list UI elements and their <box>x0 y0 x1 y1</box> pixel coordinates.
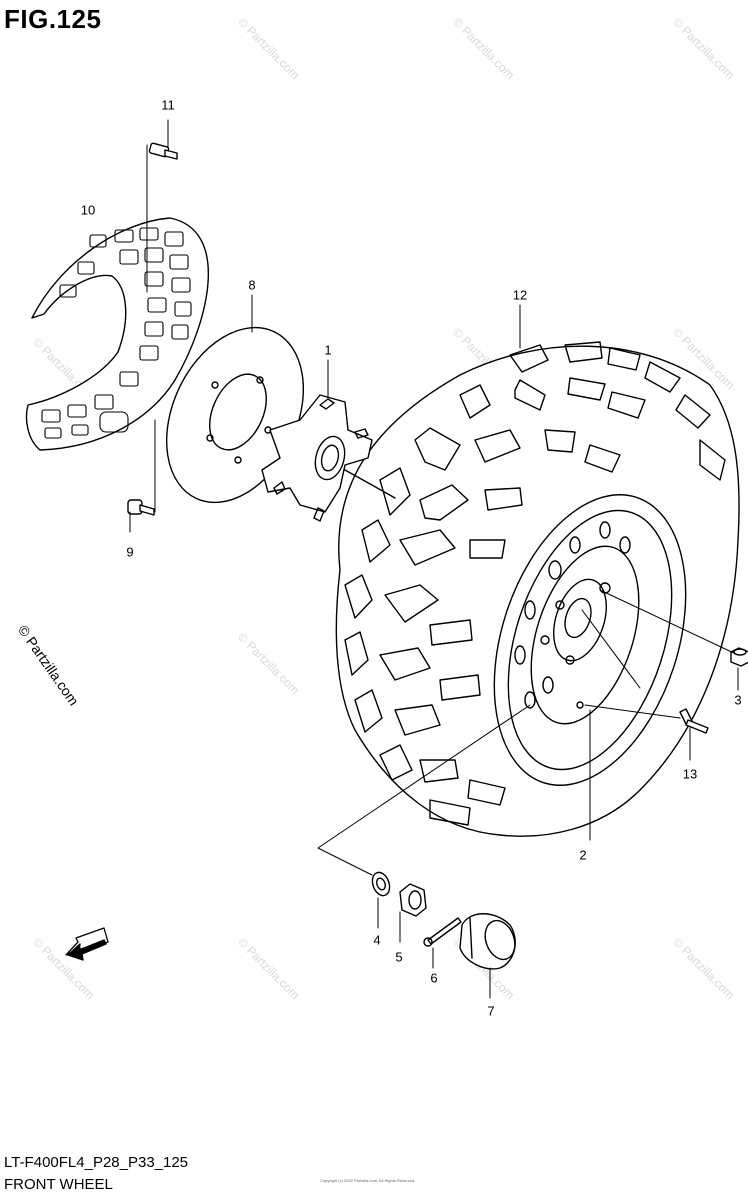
nut-3 <box>730 647 748 667</box>
callout-7: 7 <box>487 1003 495 1019</box>
tire <box>335 341 740 837</box>
fine-print: Copyright (c) 2022 Partzilla.com. All Ri… <box>320 1178 416 1183</box>
callout-11: 11 <box>161 97 175 113</box>
callout-9: 9 <box>126 544 134 560</box>
washer-4 <box>371 871 391 897</box>
callout-4: 4 <box>373 932 381 948</box>
disc-cover <box>25 217 210 451</box>
hub-cap-7 <box>459 913 516 970</box>
diagram-code: LT-F400FL4_P28_P33_125 <box>4 1154 189 1171</box>
castle-nut-5 <box>399 883 427 917</box>
diagram-name: FRONT WHEEL <box>4 1176 113 1193</box>
callout-5: 5 <box>395 949 403 965</box>
callout-8: 8 <box>248 277 256 293</box>
callout-10: 10 <box>80 202 96 218</box>
callout-12: 12 <box>512 287 528 303</box>
callout-13: 13 <box>682 766 698 782</box>
leader-lines <box>129 119 739 999</box>
wheel-hub <box>261 394 396 522</box>
bolt-11 <box>148 142 178 160</box>
fwd-arrow-icon <box>65 927 109 961</box>
figure-title: FIG.125 <box>4 4 102 34</box>
bolt-9 <box>127 499 155 516</box>
callout-1: 1 <box>324 342 332 358</box>
cotter-pin-6 <box>423 917 462 947</box>
callout-6: 6 <box>430 970 438 986</box>
callout-3: 3 <box>734 692 742 708</box>
valve-13 <box>679 708 709 734</box>
brake-disc <box>165 326 305 504</box>
callout-2: 2 <box>579 847 587 863</box>
